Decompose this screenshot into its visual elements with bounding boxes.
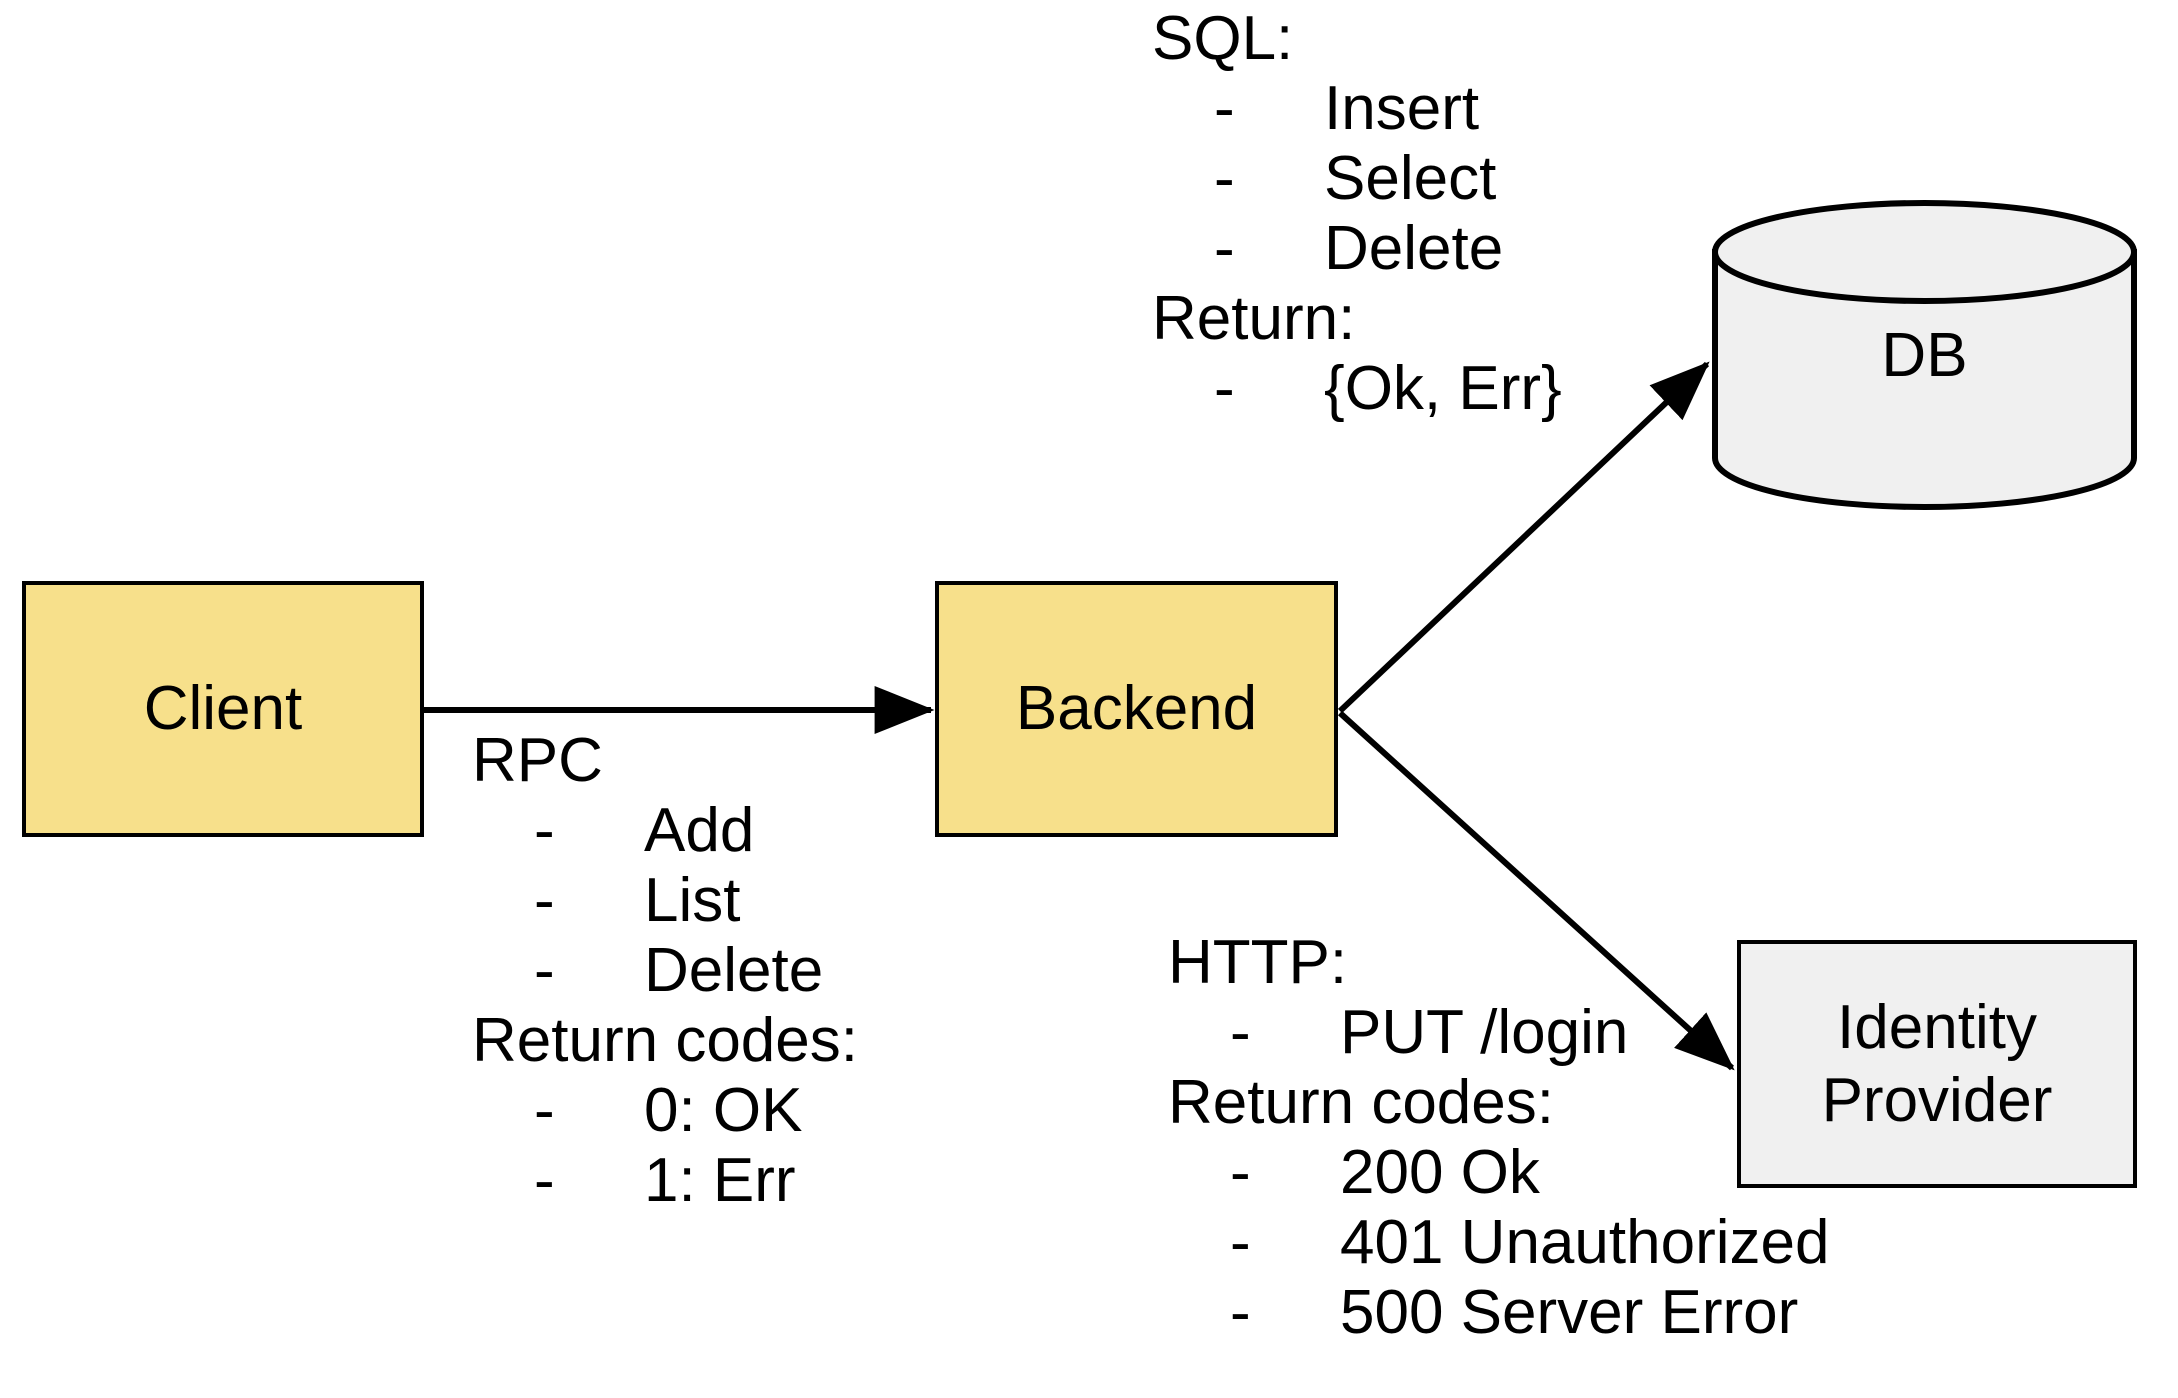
bullet-dash-icon: - [1230, 998, 1251, 1068]
http-return-heading: Return codes: [1168, 1068, 1554, 1138]
http-return-item-1-text: 401 Unauthorized [1340, 1208, 1830, 1278]
node-identity-provider-label-line1: Identity [1837, 992, 2037, 1062]
bullet-dash-icon: - [534, 1076, 555, 1146]
sql-item-1: - Select [1152, 144, 1562, 214]
http-return-item-2: - 500 Server Error [1168, 1278, 1829, 1348]
bullet-dash-icon: - [1230, 1278, 1251, 1348]
node-identity-provider-label-line2: Provider [1821, 1066, 2053, 1135]
http-return-item-2-text: 500 Server Error [1340, 1278, 1799, 1348]
http-return-item-0: - 200 Ok [1168, 1138, 1829, 1208]
node-database[interactable]: DB [1712, 200, 2137, 510]
database-cylinder-icon [1712, 200, 2137, 510]
rpc-return-item-0-text: 0: OK [644, 1076, 803, 1146]
bullet-dash-icon: - [1214, 354, 1235, 424]
rpc-item-0: - Add [472, 796, 858, 866]
rpc-return-item-1-text: 1: Err [644, 1146, 796, 1216]
http-return-item-1: - 401 Unauthorized [1168, 1208, 1829, 1278]
http-item-0-text: PUT /login [1340, 998, 1629, 1068]
bullet-dash-icon: - [1230, 1208, 1251, 1278]
sql-return-item-0: - {Ok, Err} [1152, 354, 1562, 424]
rpc-item-0-text: Add [644, 796, 755, 866]
node-backend-label: Backend [1015, 674, 1258, 744]
rpc-return-heading: Return codes: [472, 1006, 858, 1076]
rpc-item-1: - List [472, 866, 858, 936]
node-identity-provider-label: Identity Provider [1822, 991, 2053, 1137]
http-heading: HTTP: [1168, 928, 1348, 997]
bullet-dash-icon: - [1214, 214, 1235, 284]
sql-item-2: - Delete [1152, 214, 1562, 284]
bullet-dash-icon: - [1230, 1138, 1251, 1208]
sql-return-item-0-text: {Ok, Err} [1324, 354, 1562, 424]
annotation-rpc: RPC - Add - List - Delete Return codes: - 0:… [472, 726, 858, 1216]
bullet-dash-icon: - [534, 936, 555, 1006]
rpc-item-2: - Delete [472, 936, 858, 1006]
bullet-dash-icon: - [1214, 144, 1235, 214]
rpc-item-1-text: List [644, 866, 741, 936]
rpc-return-item-0: - 0: OK [472, 1076, 858, 1146]
bullet-dash-icon: - [534, 866, 555, 936]
annotation-sql: SQL: - Insert - Select - Delete Return: - {O… [1152, 4, 1562, 424]
node-backend[interactable]: Backend [935, 581, 1338, 837]
sql-item-0: - Insert [1152, 74, 1562, 144]
sql-return-heading: Return: [1152, 284, 1356, 354]
node-client-label: Client [143, 674, 303, 744]
sql-item-2-text: Delete [1324, 214, 1504, 284]
bullet-dash-icon: - [534, 796, 555, 866]
sql-item-0-text: Insert [1324, 74, 1480, 144]
rpc-return-item-1: - 1: Err [472, 1146, 858, 1216]
http-return-item-0-text: 200 Ok [1340, 1138, 1540, 1208]
bullet-dash-icon: - [534, 1146, 555, 1216]
node-identity-provider[interactable]: Identity Provider [1737, 940, 2137, 1188]
node-client[interactable]: Client [22, 581, 424, 837]
rpc-item-2-text: Delete [644, 936, 824, 1006]
bullet-dash-icon: - [1214, 74, 1235, 144]
sql-item-1-text: Select [1324, 144, 1497, 214]
http-item-0: - PUT /login [1168, 998, 1829, 1068]
rpc-heading: RPC [472, 726, 603, 795]
annotation-http: HTTP: -PUT /login Return codes: -200 Ok … [1168, 928, 1829, 1348]
sql-heading: SQL: [1152, 4, 1294, 73]
